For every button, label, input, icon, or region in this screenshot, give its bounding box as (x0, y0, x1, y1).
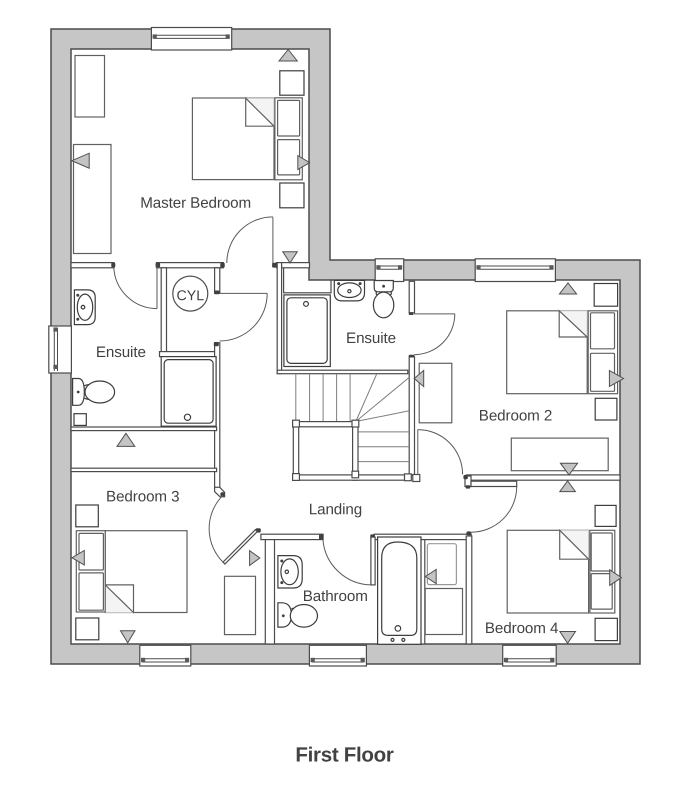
svg-text:Landing: Landing (309, 501, 362, 518)
svg-text:Ensuite: Ensuite (346, 330, 396, 347)
svg-text:CYL: CYL (176, 288, 204, 304)
svg-text:Bedroom 4: Bedroom 4 (485, 620, 558, 637)
svg-text:Bedroom 3: Bedroom 3 (106, 488, 179, 505)
svg-text:First Floor: First Floor (295, 743, 393, 766)
svg-text:Master Bedroom: Master Bedroom (140, 195, 251, 212)
svg-text:Ensuite: Ensuite (96, 344, 146, 361)
svg-text:Bedroom 2: Bedroom 2 (479, 407, 552, 424)
svg-text:Bathroom: Bathroom (303, 588, 368, 605)
